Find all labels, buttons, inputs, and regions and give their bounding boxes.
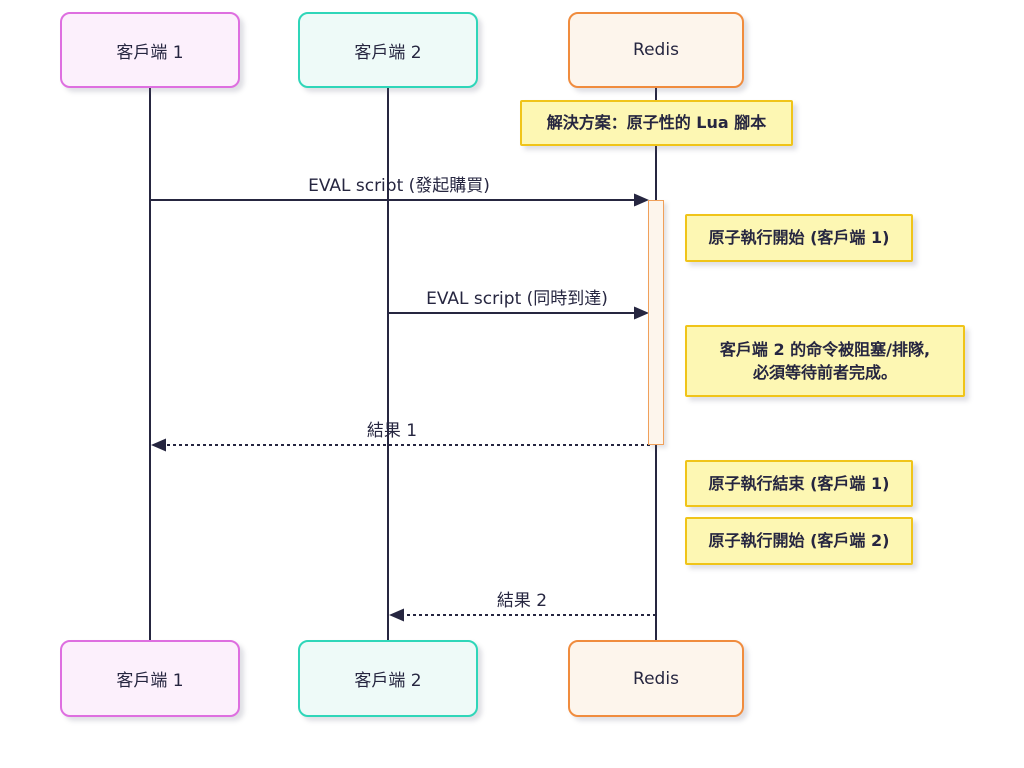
actor-label: 客戶端 1 (116, 42, 184, 63)
note-atomic-start-client1: 原子執行開始 (客戶端 1) (685, 214, 913, 262)
note-solution: 解決方案：原子性的 Lua 腳本 (520, 100, 793, 146)
activation-bar-redis (648, 200, 664, 445)
note-atomic-start-client2: 原子執行開始 (客戶端 2) (685, 517, 913, 565)
note-text: 原子執行開始 (客戶端 2) (708, 531, 890, 551)
message-3-label: 結果 1 (366, 421, 418, 441)
message-1-arrowhead-icon (634, 193, 649, 207)
note-text-line1: 客戶端 2 的命令被阻塞/排隊, (719, 339, 931, 359)
note-text: 解決方案：原子性的 Lua 腳本 (546, 113, 767, 133)
actor-label: 客戶端 1 (116, 671, 184, 691)
note-text: 原子執行結束 (客戶端 1) (708, 473, 890, 493)
note-text: 原子執行開始 (客戶端 1) (708, 228, 890, 248)
message-1-label: EVAL script (發起購買) (308, 176, 490, 196)
message-3-arrowhead-icon (151, 438, 166, 452)
message-4-label: 結果 2 (496, 591, 548, 611)
actor-top-client1: 客戶端 1 (60, 12, 240, 88)
message-2-arrowhead-icon (634, 306, 649, 320)
actor-label: 客戶端 2 (354, 42, 422, 63)
note-client2-blocked: 客戶端 2 的命令被阻塞/排隊, 必須等待前者完成。 (685, 325, 965, 397)
actor-bottom-redis: Redis (568, 640, 744, 717)
note-atomic-end-client1: 原子執行結束 (客戶端 1) (685, 460, 913, 507)
message-2-label: EVAL script (同時到達) (426, 289, 608, 309)
note-text-line2: 必須等待前者完成。 (752, 363, 897, 382)
actor-bottom-client1: 客戶端 1 (60, 640, 240, 717)
actor-label: Redis (633, 40, 679, 60)
actor-top-client2: 客戶端 2 (298, 12, 478, 88)
actor-label: Redis (633, 668, 679, 689)
actor-top-redis: Redis (568, 12, 744, 88)
actor-bottom-client2: 客戶端 2 (298, 640, 478, 717)
message-4-arrowhead-icon (389, 608, 404, 622)
actor-label: 客戶端 2 (354, 671, 422, 691)
